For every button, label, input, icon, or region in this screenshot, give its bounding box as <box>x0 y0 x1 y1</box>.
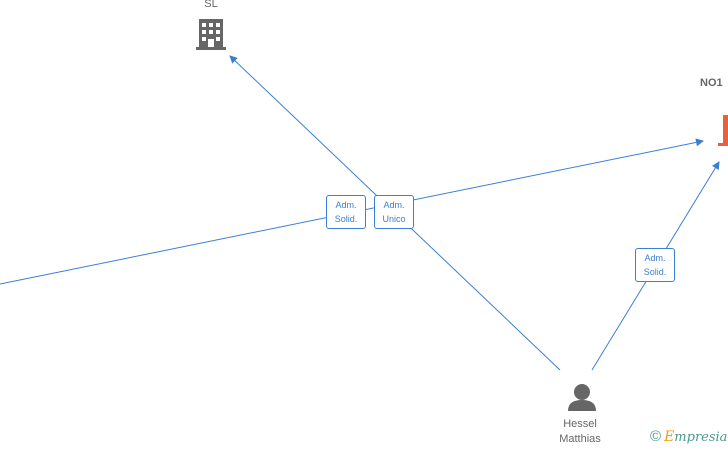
person-first-name: Hessel <box>563 418 597 430</box>
empresia-logo-initial: E <box>664 429 675 445</box>
company-no1-label[interactable]: NO1 <box>700 77 723 89</box>
edge-role-line1: Adm. <box>335 200 357 210</box>
edge-role-line1: Adm. <box>644 253 666 263</box>
copyright-icon: © <box>650 428 662 445</box>
edge-label-adm-solid-left[interactable]: Adm. Solid. <box>326 195 366 229</box>
edge-role-line2: Solid. <box>643 267 667 277</box>
person-last-name: Matthias <box>559 433 601 445</box>
edge-role-line2: Unico <box>382 214 406 224</box>
company-sl-label[interactable]: SL <box>204 0 218 10</box>
edge-role-line1: Adm. <box>383 200 405 210</box>
person-icon[interactable] <box>568 384 596 411</box>
person-hessel-label[interactable]: Hessel Matthias <box>545 417 615 447</box>
edge-label-adm-solid-right[interactable]: Adm. Solid. <box>635 248 675 282</box>
empresia-watermark: ©Empresia <box>650 428 727 445</box>
edge-role-line2: Solid. <box>334 214 358 224</box>
empresia-logo-text: mpresia <box>674 430 728 445</box>
building-icon[interactable] <box>718 115 728 146</box>
edge-label-adm-unico[interactable]: Adm. Unico <box>374 195 414 229</box>
building-icon[interactable] <box>196 19 226 50</box>
